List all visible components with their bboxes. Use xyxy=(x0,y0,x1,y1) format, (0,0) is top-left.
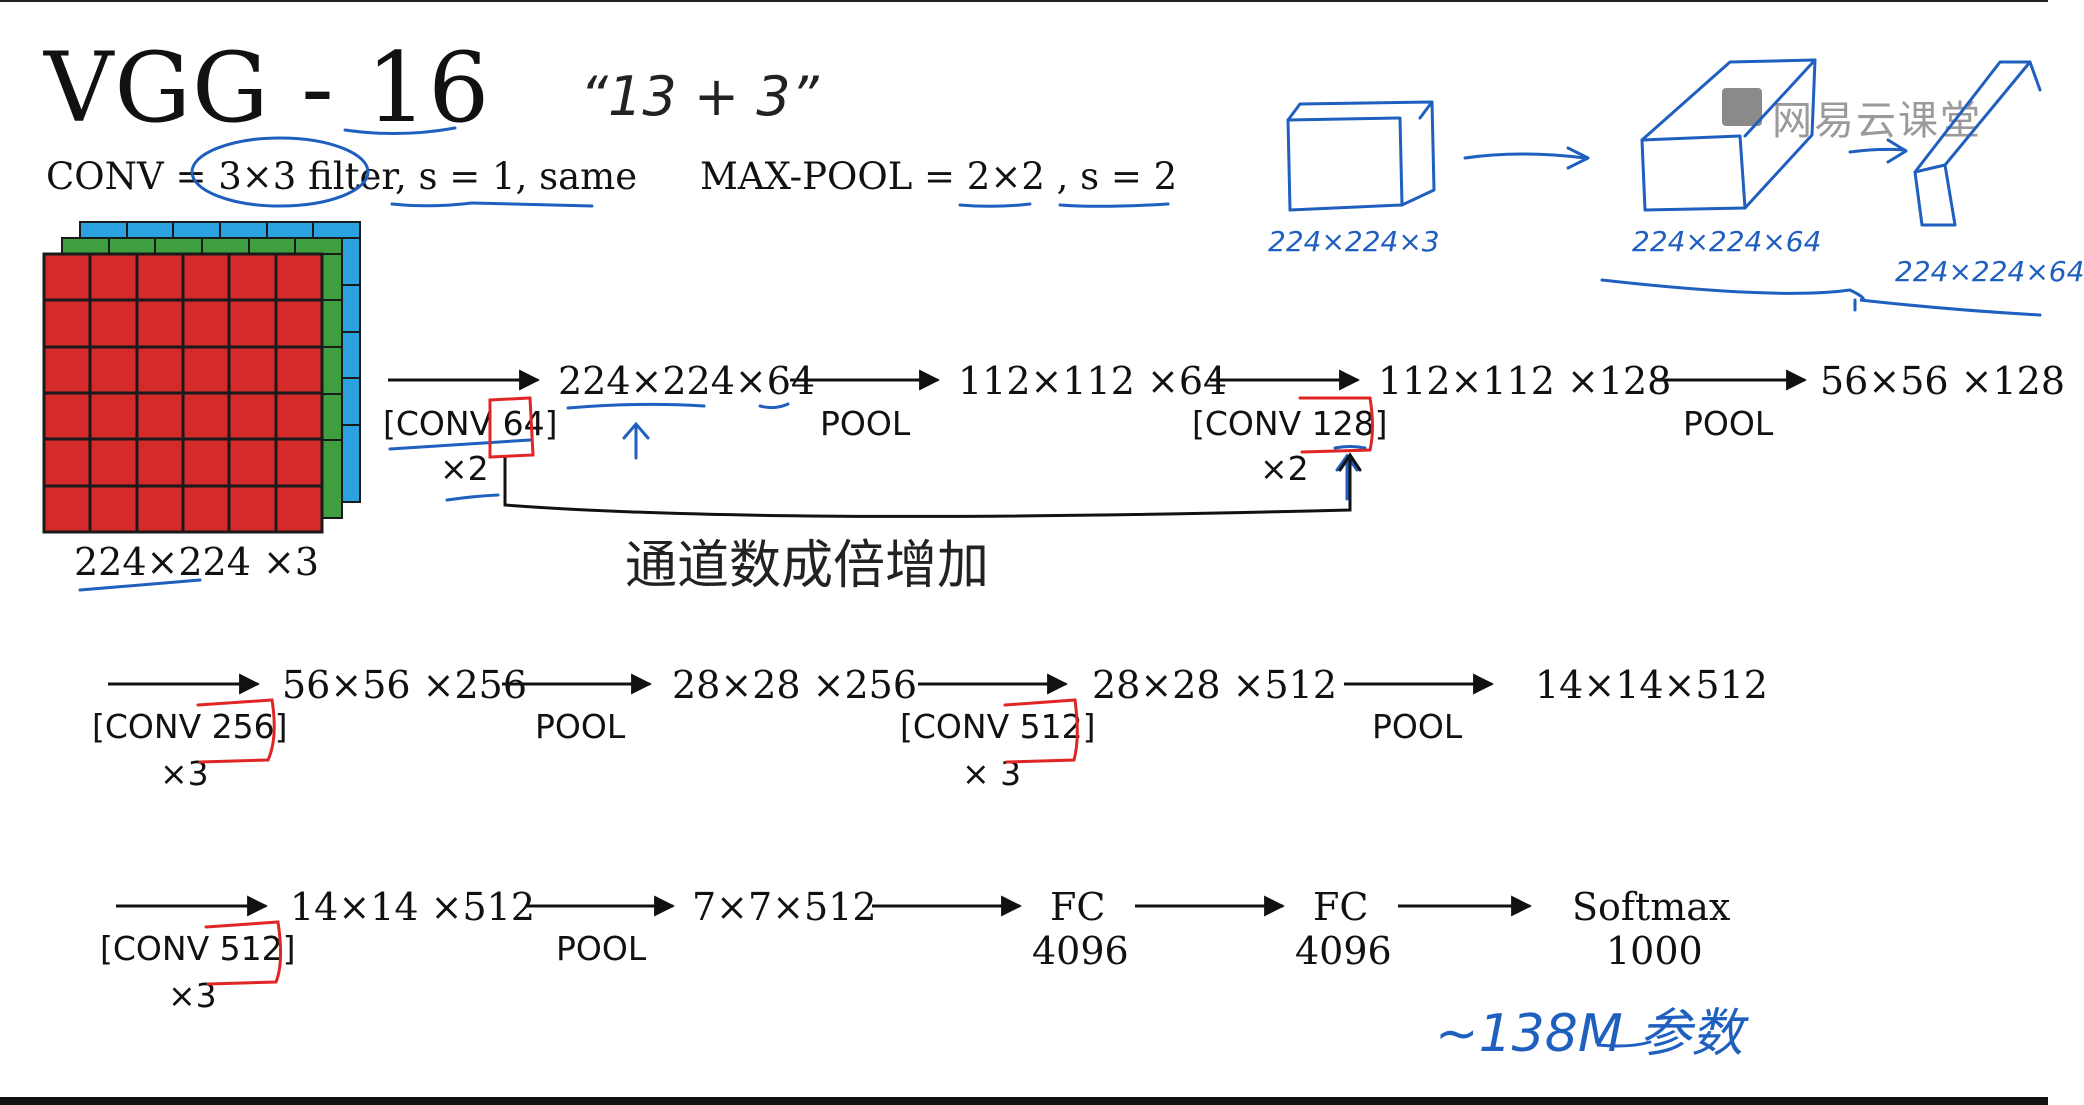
r3-conv512: [CONV 512] xyxy=(100,929,296,968)
red-ink-boxes xyxy=(196,396,1374,986)
r1-size-3: 112×112 ×128 xyxy=(1378,359,1672,403)
fc2-size: 4096 xyxy=(1295,929,1392,973)
r3-size-2: 7×7×512 xyxy=(692,885,877,929)
pool-spec: MAX-POOL = 2×2 , s = 2 xyxy=(700,155,1178,198)
r1-size-4: 56×56 ×128 xyxy=(1820,359,2065,403)
r2-size-3: 28×28 ×512 xyxy=(1092,663,1337,707)
r1-conv128-rep: ×2 xyxy=(1260,449,1309,488)
input-size: 224×224 ×3 xyxy=(74,540,319,584)
r1-pool-2: POOL xyxy=(1683,404,1774,443)
top-border xyxy=(0,0,2048,2)
r2-size-2: 28×28 ×256 xyxy=(672,663,917,707)
params-note: ~138M 参数 xyxy=(1435,1004,1744,1064)
sketch-label-2: 224×224×64 xyxy=(1632,225,1822,258)
input-volume-icon xyxy=(42,221,361,534)
r1-conv64-rep: ×2 xyxy=(440,449,489,488)
page-title: VGG - 16 xyxy=(44,32,491,144)
bottom-border xyxy=(0,1097,2048,1105)
r2-size-1: 56×56 ×256 xyxy=(282,663,527,707)
r1-conv64: [CONV 64] xyxy=(383,404,558,443)
r2-size-4: 14×14×512 xyxy=(1535,663,1768,707)
channel-doubling-note: 通道数成倍增加 xyxy=(625,536,990,596)
r2-pool-1: POOL xyxy=(535,707,626,746)
fc1-size: 4096 xyxy=(1032,929,1129,973)
r2-conv512: [CONV 512] xyxy=(900,707,1096,746)
softmax-size: 1000 xyxy=(1606,929,1703,973)
connector-bracket xyxy=(503,452,1362,518)
fc2-label: FC xyxy=(1313,885,1369,929)
sketch-label-1: 224×224×3 xyxy=(1268,225,1440,258)
r1-size-2: 112×112 ×64 xyxy=(958,359,1228,403)
blue-ink-marks xyxy=(78,126,2042,1048)
quote-annotation: “13 + 3” xyxy=(580,65,819,128)
watermark-logo-icon xyxy=(1722,88,1762,126)
r2-pool-2: POOL xyxy=(1372,707,1463,746)
r1-size-1: 224×224×64 xyxy=(558,359,816,403)
r3-pool: POOL xyxy=(556,929,647,968)
sketch-label-3: 224×224×64 xyxy=(1895,255,2084,288)
softmax-label: Softmax xyxy=(1572,885,1731,929)
r1-conv128: [CONV 128] xyxy=(1192,404,1388,443)
r3-size-1: 14×14 ×512 xyxy=(290,885,535,929)
r1-pool-1: POOL xyxy=(820,404,911,443)
watermark-text: 网易云课堂 xyxy=(1772,98,1982,144)
conv-spec: CONV = 3×3 filter, s = 1, same xyxy=(46,155,638,198)
r2-conv256: [CONV 256] xyxy=(92,707,288,746)
sketch-volumes-icon xyxy=(1286,58,2042,227)
fc1-label: FC xyxy=(1050,885,1106,929)
